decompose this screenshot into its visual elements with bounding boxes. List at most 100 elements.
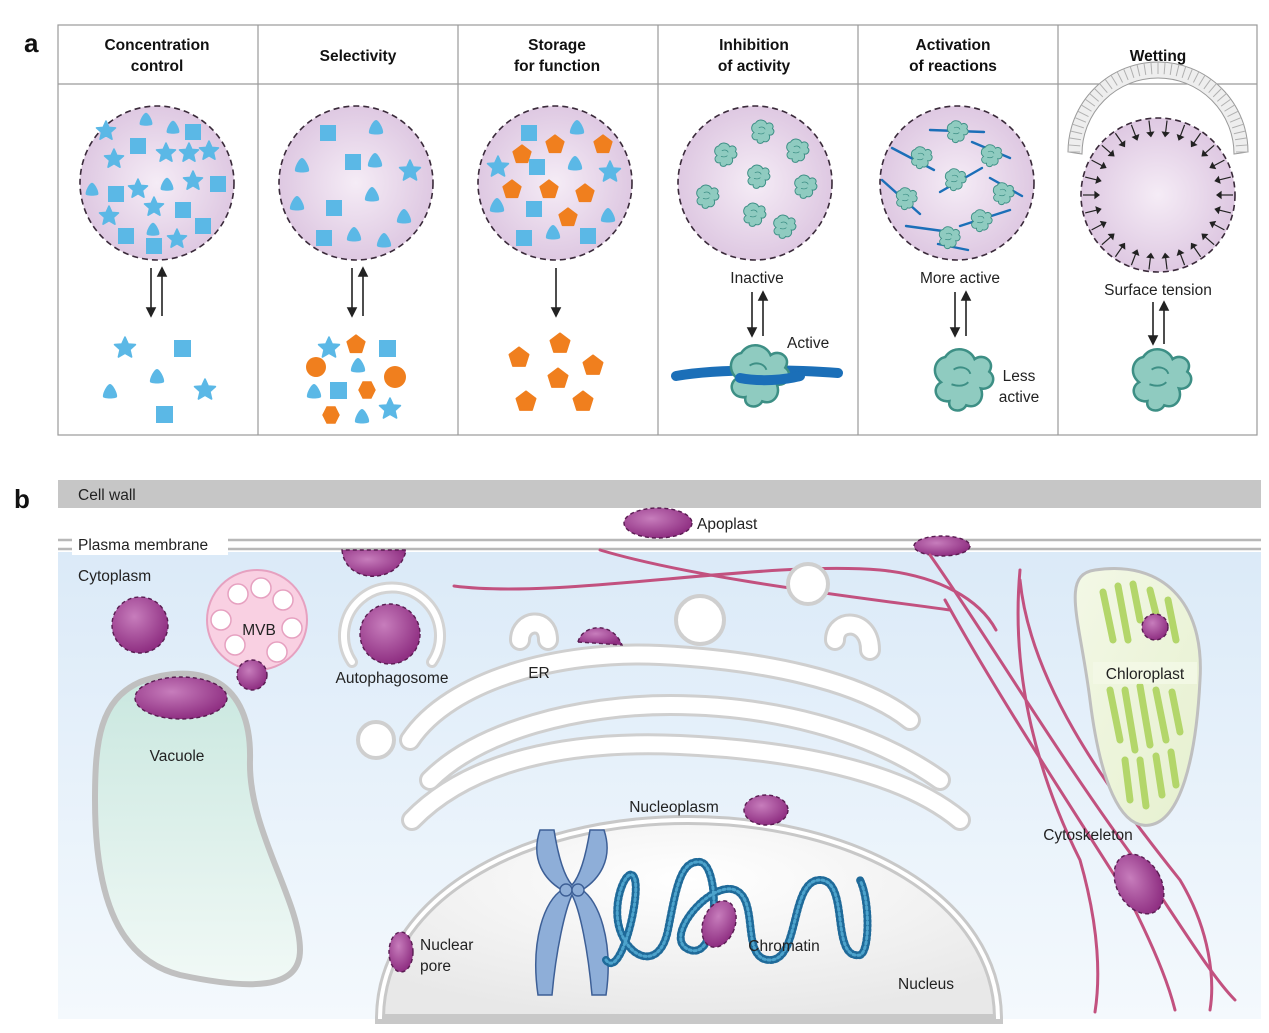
wetting-surface-hatch [1181,66,1187,78]
label-nucleus: Nucleus [898,976,954,993]
label-nuclear-pore-1: Nuclear [420,937,473,954]
condensate-membrane-2 [913,535,971,557]
condensate-cytoskeleton [1113,853,1165,915]
arrows-inhibition [746,290,769,338]
surface-tension-arrowhead [1131,249,1140,256]
cytoskeleton [452,548,1237,1014]
label-vacuole: Vacuole [150,748,205,765]
wetting-surface-hatch [1224,104,1235,112]
wetting-surface-hatch [1104,78,1113,90]
label-nucleoplasm: Nucleoplasm [629,799,719,816]
surface-tension-arrowhead [1095,175,1102,184]
wetting-surface-hatch [1143,63,1147,76]
wetting-surface-hatch [1227,110,1239,118]
surface-tension-arrow [1193,246,1202,258]
surface-tension-arrowhead [1214,206,1221,215]
surface-tension-arrowhead [1131,134,1140,141]
label-apoplast: Apoplast [697,516,758,533]
col-title-inhibition-2: of activity [718,58,791,75]
surface-tension-arrowhead [1190,140,1198,148]
surface-tension-arrow [1091,159,1103,167]
wetting-surface-hatch [1136,64,1141,77]
surface-tension-arrow [1164,120,1168,133]
wetting-surface-hatch [1084,98,1096,107]
wetting-surface-hatch [1203,78,1212,90]
panel-letter-b: b [14,484,30,514]
surface-tension-arrowhead [1095,206,1102,215]
wetting-surface-hatch [1110,75,1118,86]
surface-tension-arrowhead [1214,175,1221,184]
mvb [206,569,308,671]
wetting-surface-hatch [1163,62,1166,75]
col-title-activation-1: Activation [916,37,991,54]
col-title-activation-2: of reactions [909,58,997,75]
surface-tension-arrow [1091,223,1103,231]
surface-tension-arrow [1114,132,1123,144]
surface-tension-arrowhead [1176,134,1185,141]
label-chloroplast: Chloroplast [1106,666,1185,683]
label-autophagosome: Autophagosome [336,670,449,687]
wetting-surface-hatch [1068,144,1081,147]
condensate-nuclear-pore [388,931,414,973]
arrow-storage [550,268,562,318]
droplet-storage [477,105,633,261]
droplet-selectivity [278,105,434,261]
col-title-inhibition-1: Inhibition [719,37,789,54]
col-title-selectivity: Selectivity [320,48,397,65]
surface-tension-arrowhead [1118,242,1126,250]
surface-tension-arrowhead [1094,190,1100,200]
col-title-wetting: Wetting [1130,48,1187,65]
label-cytoskeleton: Cytoskeleton [1043,827,1133,844]
condensate-nucleoplasm [743,794,789,826]
surface-tension-arrow [1204,236,1215,246]
arrows-activation [949,290,972,338]
surface-tension-arrow [1164,257,1168,270]
wetting-surface-hatch [1216,93,1227,102]
surface-tension-arrowhead [1209,161,1217,170]
surface-tension-arrowhead [1190,242,1198,250]
enzyme-substrate-bound [671,343,843,408]
surface-tension-arrow [1085,176,1097,181]
surface-tension-arrowhead [1161,131,1170,138]
autophagosome [338,581,446,668]
col-title-storage-1: Storage [528,37,586,54]
wetting-surface-hatch [1220,98,1232,107]
surface-tension-arrow [1179,253,1186,266]
clients-dilute-selectivity [306,334,406,424]
droplet-inhibition [677,105,833,261]
label-inactive: Inactive [730,270,783,287]
condensate-mvb [236,659,268,691]
surface-tension-arrow [1085,209,1097,214]
wetting-surface-hatch [1123,68,1129,81]
surface-tension-arrowhead [1146,252,1155,259]
condensate-cytoplasm [111,596,169,654]
wetting-surface-hatch [1116,71,1124,83]
surface-tension-arrow [1204,144,1215,154]
wetting-surface-hatch [1077,110,1089,118]
surface-tension-arrow [1219,176,1231,181]
condensate-chromatin [701,900,737,948]
surface-tension-arrowhead [1209,220,1217,229]
droplet-activation [879,105,1035,261]
surface-tension-arrow [1148,120,1152,133]
surface-tension-arrowhead [1146,131,1155,138]
wetting-surface-hatch [1233,130,1246,135]
surface-tension-arrow [1213,223,1225,231]
label-nuclear-pore-2: pore [420,958,451,975]
wetting-surface-hatch [1234,137,1247,141]
label-less-active-2: active [999,389,1040,406]
wetting-surface-hatch [1070,130,1083,135]
wetting-surface-hatch [1229,117,1242,123]
panel-a-table [57,24,1258,436]
wetting-surface-hatch [1150,62,1153,75]
chromosome [535,829,609,996]
chloroplast [1073,567,1202,827]
wetting-surface-hatch [1232,123,1244,129]
condensate-membrane-1 [341,549,407,577]
surface-tension-arrowhead [1201,149,1209,157]
wetting-surface-hatch [1089,93,1100,102]
wetting-surface-hatch [1099,83,1108,94]
wetting-surface-hatch [1192,71,1200,83]
condensate-apoplast [623,507,693,539]
